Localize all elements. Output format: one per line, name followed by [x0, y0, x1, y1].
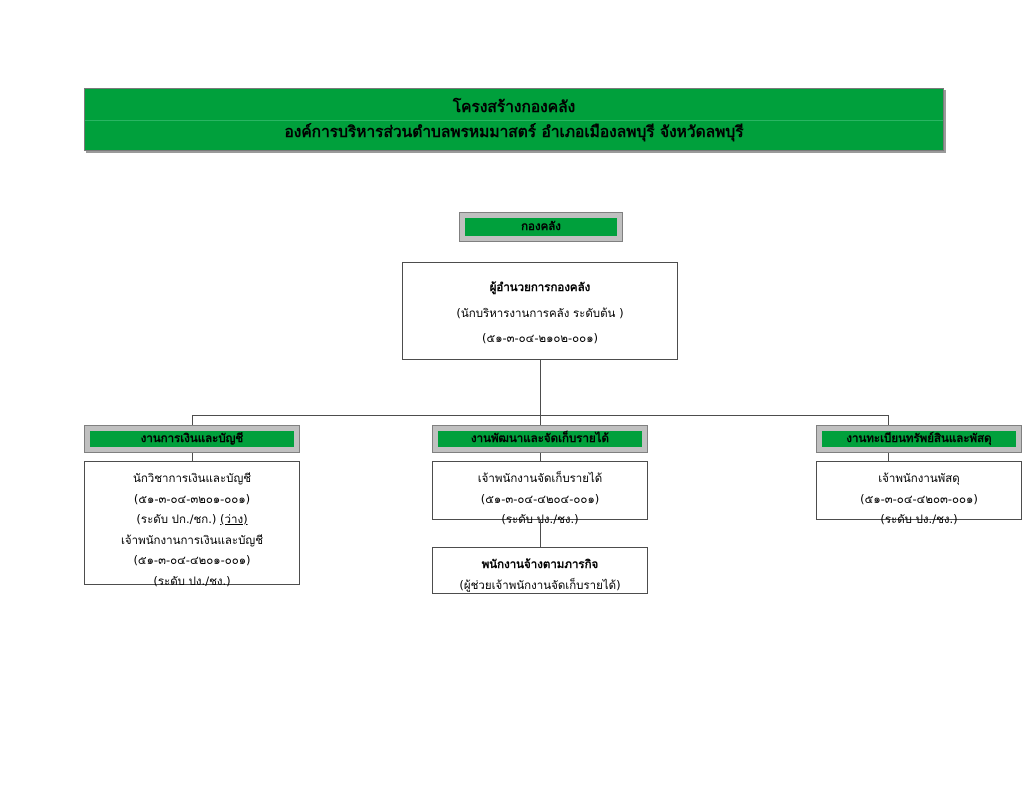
node-root-division-chip[interactable]: กองคลัง — [459, 212, 623, 242]
node-branch-3-body-box[interactable]: เจ้าพนักงานพัสดุ (๕๑-๓-๐๔-๔๒๐๓-๐๐๑) (ระด… — [816, 461, 1022, 525]
node-branch-3-header-chip-inner: งานทะเบียนทรัพย์สินและพัสดุ — [822, 431, 1016, 447]
node-branch-2-header-chip-inner: งานพัฒนาและจัดเก็บรายได้ — [438, 431, 642, 447]
connector-branch-3-to-body — [888, 453, 889, 461]
node-director-code: (๕๑-๓-๐๔-๒๑๐๒-๐๐๑) — [482, 331, 598, 345]
node-director-box[interactable]: ผู้อำนวยการกองคลัง (นักบริหารงานการคลัง … — [402, 262, 678, 360]
node-branch-1-body-box[interactable]: นักวิชาการเงินและบัญชี (๕๑-๓-๐๔-๓๒๐๑-๐๐๑… — [84, 461, 300, 588]
node-branch-2-line-2: (๕๑-๓-๐๔-๔๒๐๔-๐๐๑) — [480, 491, 600, 506]
node-branch-1-line-3-level: (ระดับ ปก./ชก.) — [136, 512, 217, 526]
node-branch-1-header-label: งานการเงินและบัญชี — [140, 431, 244, 445]
node-branch-1-line-4: เจ้าพนักงานการเงินและบัญชี — [120, 532, 263, 547]
title-divider — [85, 120, 943, 121]
connector-branch-1-to-body — [192, 453, 193, 461]
node-branch-2-line-1: เจ้าพนักงานจัดเก็บรายได้ — [477, 471, 603, 485]
node-root-division-label: กองคลัง — [521, 219, 561, 233]
node-branch-1-header-chip-inner: งานการเงินและบัญชี — [90, 431, 294, 447]
node-branch-2-body-box[interactable]: เจ้าพนักงานจัดเก็บรายได้ (๕๑-๓-๐๔-๔๒๐๔-๐… — [432, 461, 648, 525]
chart-title-line-2: องค์การบริหารส่วนตำบลพรหมมาสตร์ อำเภอเมื… — [284, 122, 744, 141]
chart-title-line-1: โครงสร้างกองคลัง — [452, 98, 576, 117]
node-branch-1-header-chip[interactable]: งานการเงินและบัญชี — [84, 425, 300, 453]
node-director-title: ผู้อำนวยการกองคลัง — [489, 280, 591, 294]
connector-drop-branch-2 — [540, 415, 541, 427]
node-branch-2-child-title: พนักงานจ้างตามภารกิจ — [481, 557, 599, 571]
node-branch-2-header-label: งานพัฒนาและจัดเก็บรายได้ — [471, 431, 609, 445]
node-branch-2-line-3: (ระดับ ปง./ชง.) — [501, 512, 579, 526]
node-branch-1-line-6: (ระดับ ปง./ชง.) — [153, 573, 231, 588]
connector-drop-branch-3 — [888, 415, 889, 427]
node-branch-1-vacancy-marker: (ว่าง) — [220, 512, 248, 526]
node-branch-2-child-subtitle: (ผู้ช่วยเจ้าพนักงานจัดเก็บรายได้) — [459, 577, 621, 592]
node-branch-1-line-2: (๕๑-๓-๐๔-๓๒๐๑-๐๐๑) — [133, 491, 251, 506]
node-branch-1-line-3: (ระดับ ปก./ชก.) (ว่าง) — [136, 512, 248, 526]
connector-drop-branch-1 — [192, 415, 193, 427]
node-branch-3-line-3: (ระดับ ปง./ชง.) — [880, 512, 958, 526]
node-branch-3-header-label: งานทะเบียนทรัพย์สินและพัสดุ — [846, 431, 992, 445]
node-branch-2-child-box[interactable]: พนักงานจ้างตามภารกิจ (ผู้ช่วยเจ้าพนักงาน… — [432, 547, 648, 594]
connector-branch-2-to-child — [540, 520, 541, 547]
chart-title-banner: โครงสร้างกองคลัง องค์การบริหารส่วนตำบลพร… — [84, 88, 944, 151]
node-branch-1-line-1: นักวิชาการเงินและบัญชี — [132, 471, 252, 485]
connector-director-trunk — [540, 360, 541, 415]
node-branch-3-header-chip[interactable]: งานทะเบียนทรัพย์สินและพัสดุ — [816, 425, 1022, 453]
node-branch-1-line-5: (๕๑-๓-๐๔-๔๒๐๑-๐๐๑) — [133, 553, 251, 567]
node-branch-3-line-1: เจ้าพนักงานพัสดุ — [878, 471, 960, 485]
node-director-position: (นักบริหารงานการคลัง ระดับต้น ) — [456, 305, 624, 320]
node-branch-3-line-2: (๕๑-๓-๐๔-๔๒๐๓-๐๐๑) — [860, 491, 978, 506]
node-branch-2-header-chip[interactable]: งานพัฒนาและจัดเก็บรายได้ — [432, 425, 648, 453]
node-root-division-chip-inner: กองคลัง — [465, 218, 617, 236]
connector-branch-2-to-body — [540, 453, 541, 461]
